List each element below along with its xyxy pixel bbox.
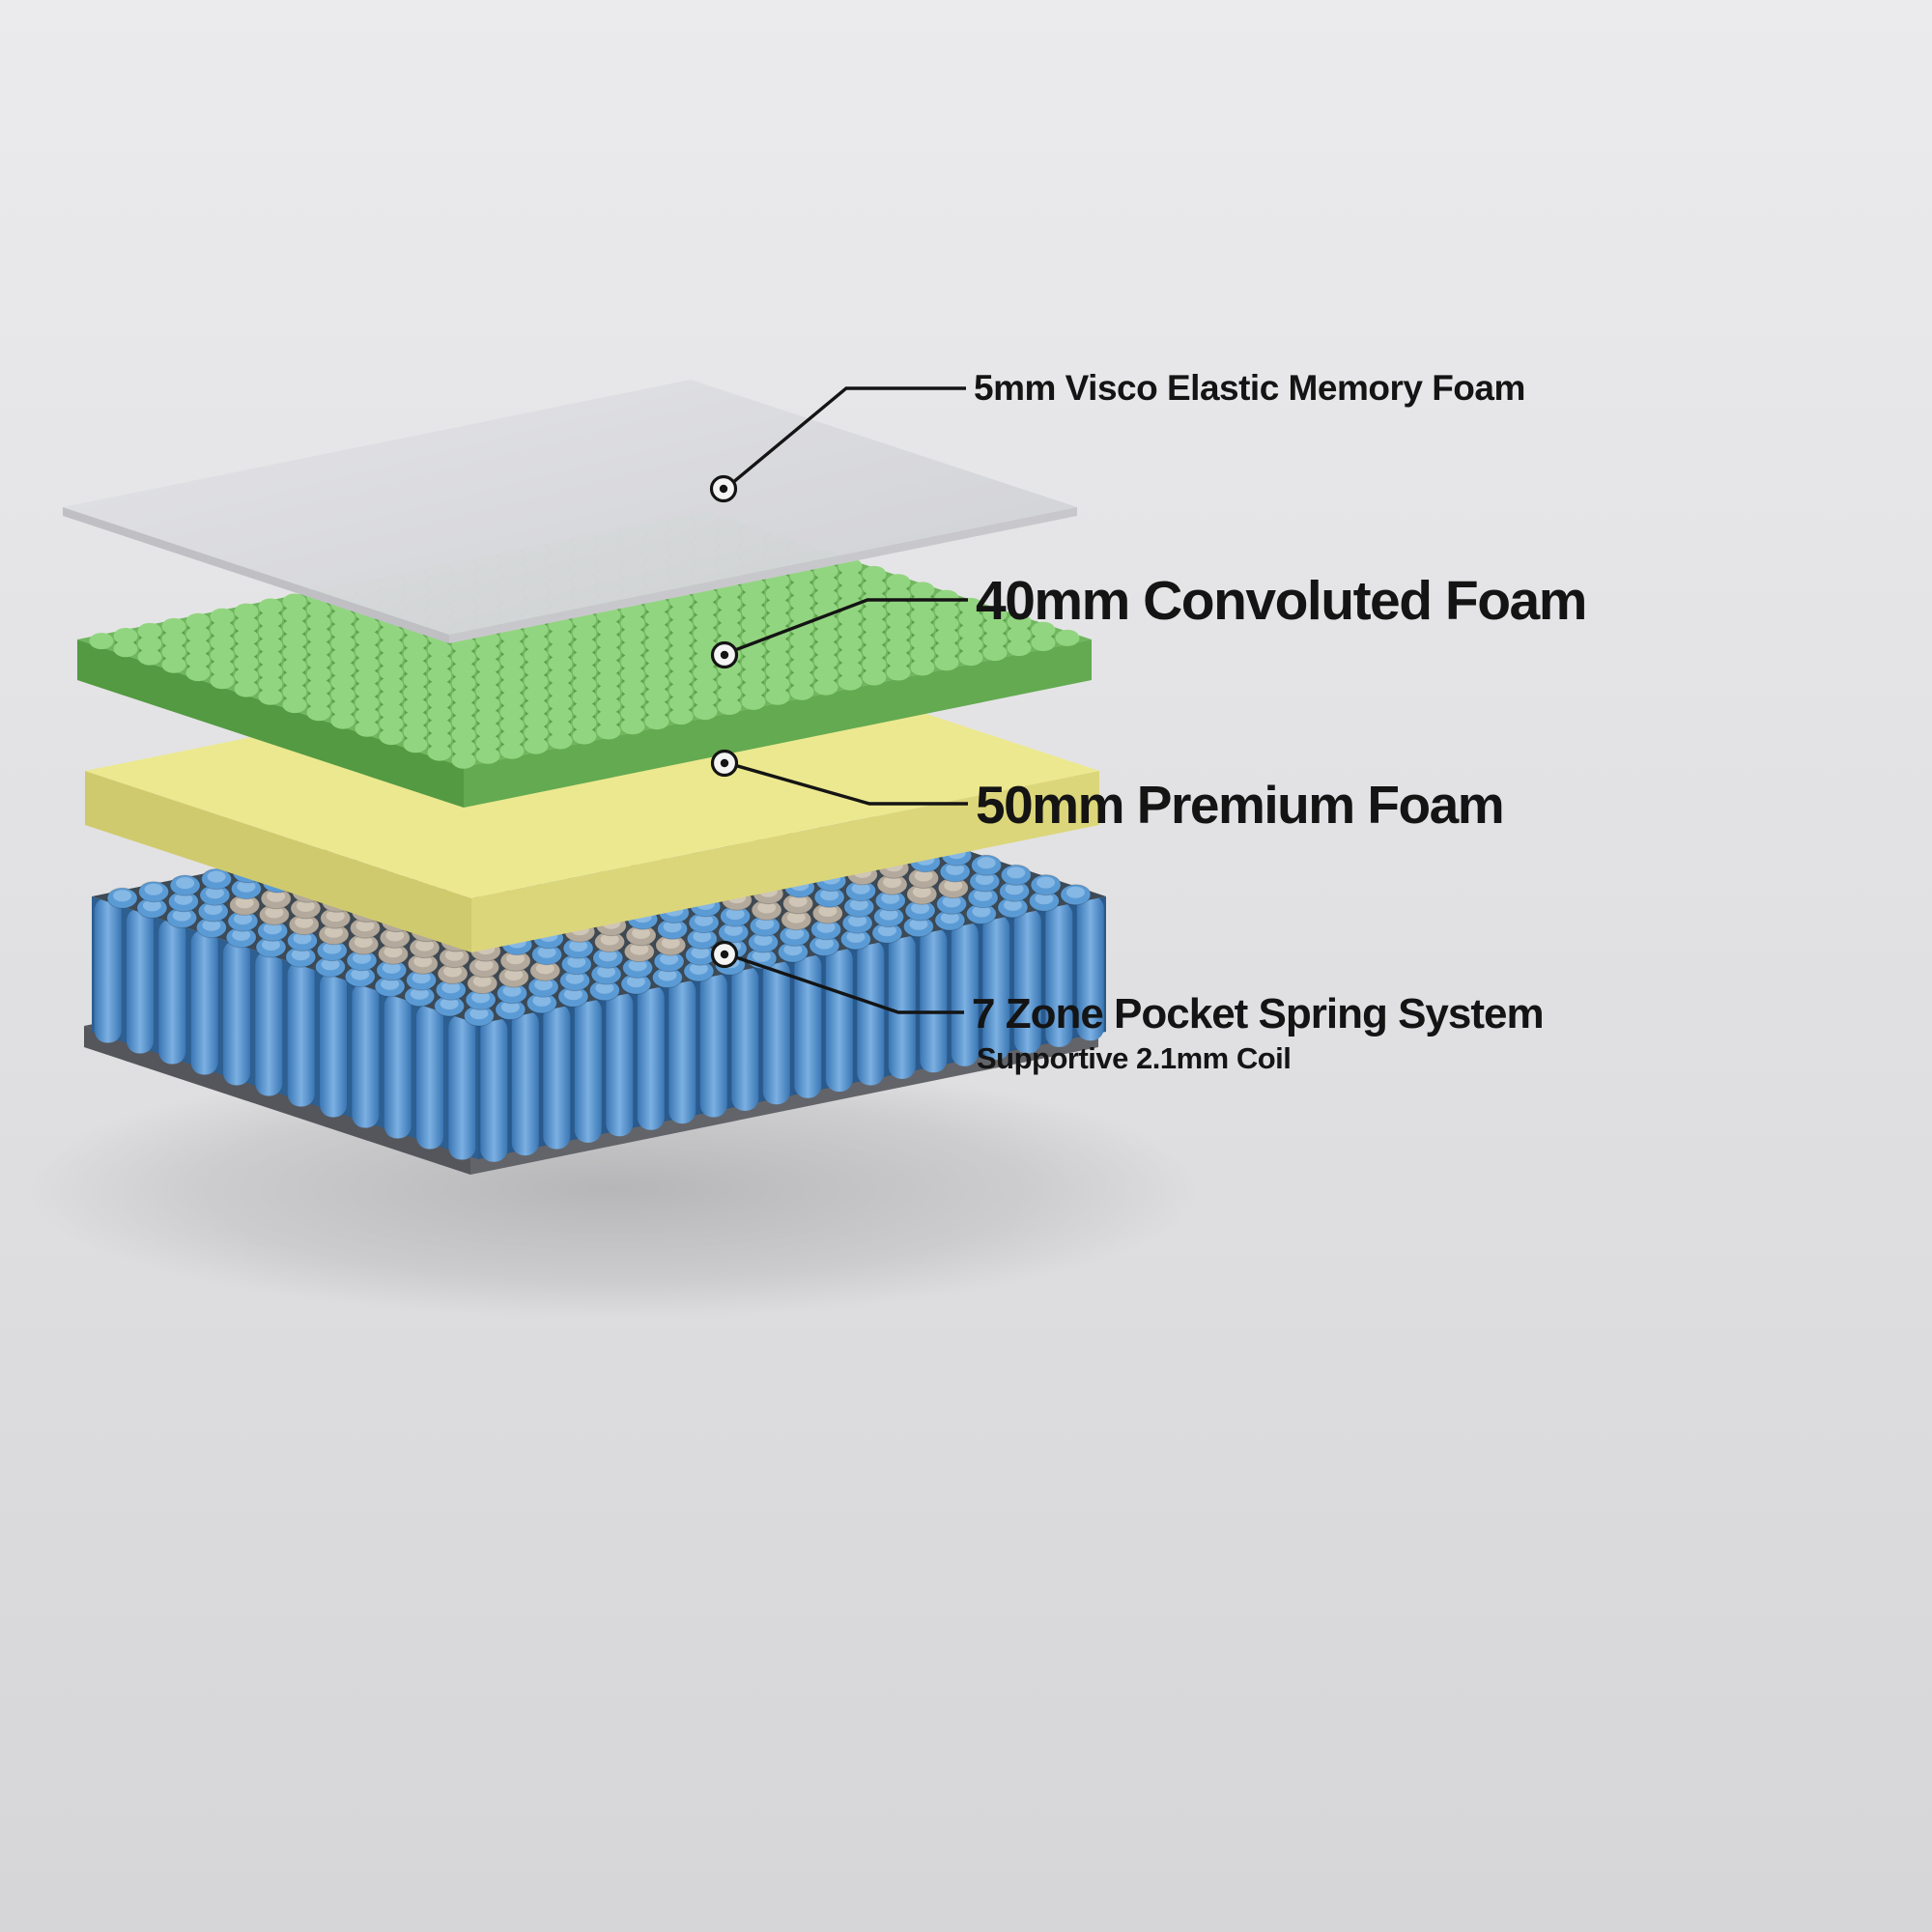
layer-memory-foam [63,380,1077,643]
label-convoluted-foam: 40mm Convoluted Foam [976,570,1586,632]
spring-side-coils [94,895,1104,1162]
label-pocket-spring: 7 Zone Pocket Spring System [972,990,1544,1037]
label-pocket-spring-sub: Supportive 2.1mm Coil [977,1041,1291,1075]
callout-line-pocket-spring [726,952,964,1014]
callout-marker-3 [710,940,739,969]
callouts: 5mm Visco Elastic Memory Foam 40mm Convo… [709,368,1587,1075]
callout-marker-1 [710,640,739,669]
callout-line-memory-foam [724,386,966,490]
label-memory-foam: 5mm Visco Elastic Memory Foam [974,368,1525,408]
callout-marker-0 [709,474,738,503]
callout-markers [709,474,739,969]
spring-side-backing [92,896,1106,1159]
callout-marker-2 [710,749,739,778]
label-premium-foam: 50mm Premium Foam [976,775,1503,835]
callout-line-convoluted-foam [726,598,968,655]
callout-line-premium-foam [726,761,968,806]
